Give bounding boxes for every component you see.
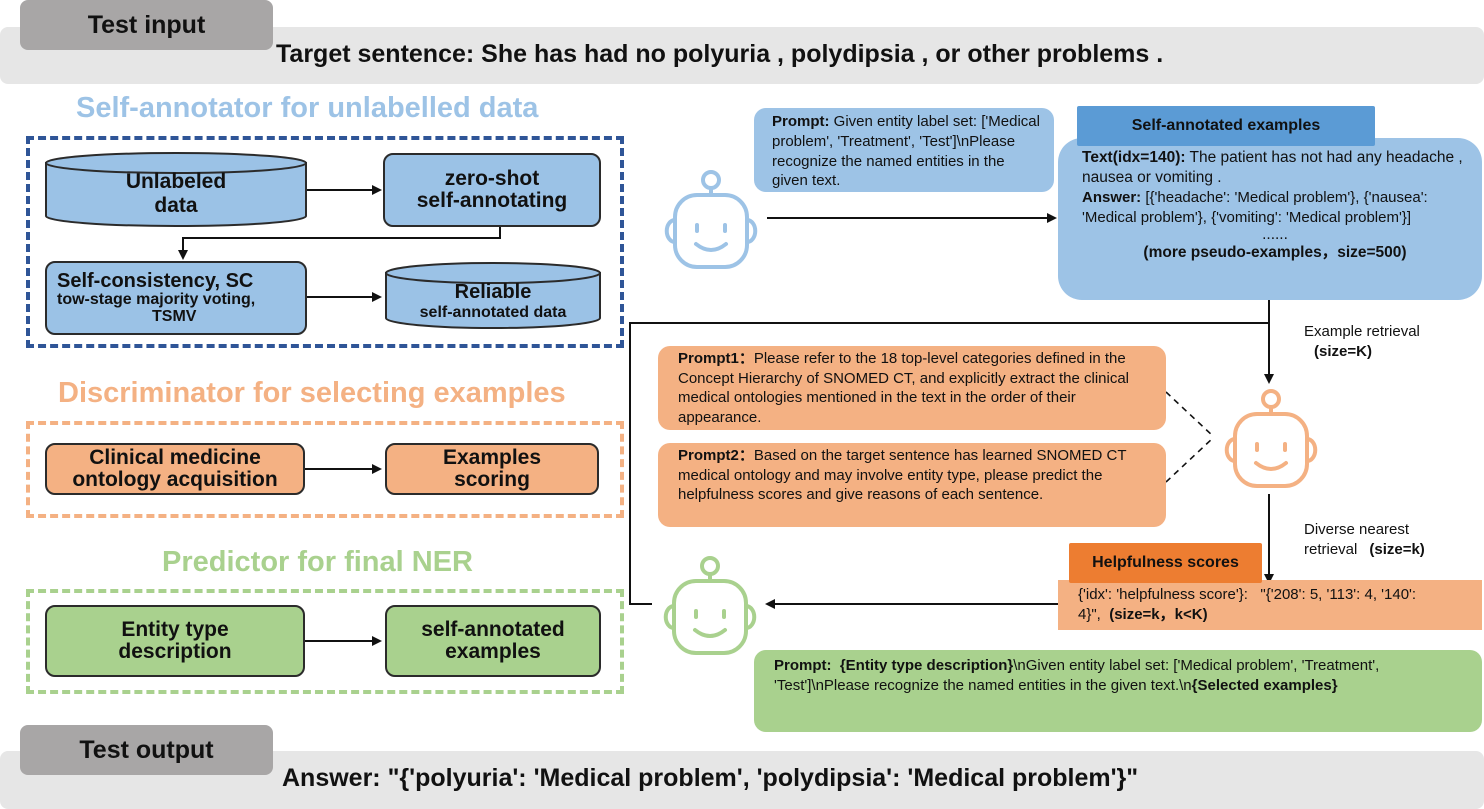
diverse-retrieval-line2: retrieval (size=k) xyxy=(1304,540,1425,560)
reliable-line2: self-annotated data xyxy=(419,304,567,321)
ontology-acquisition-node: Clinical medicine ontology acquisition xyxy=(45,443,305,495)
sc-line1: Self-consistency, SC xyxy=(57,269,254,292)
entity-type-line2: description xyxy=(118,640,232,663)
self-consistency-node: Self-consistency, SC tow-stage majority … xyxy=(45,261,307,335)
line-input-loop xyxy=(629,322,1269,605)
diverse-retrieval-line1: Diverse nearest xyxy=(1304,521,1410,538)
scoring-line2: scoring xyxy=(454,468,530,491)
prompt-final-text-c: {Selected examples} xyxy=(1191,677,1338,695)
ontology-line2: ontology acquisition xyxy=(72,468,278,491)
prompt1-label: Prompt1： xyxy=(678,350,754,367)
example-answer-label: Answer: xyxy=(1082,189,1142,207)
prompt2-text: Based on the target sentence has learned… xyxy=(678,447,1127,503)
example-text-label: Text(idx=140): xyxy=(1082,149,1186,166)
prompt-top-label: Prompt: xyxy=(772,113,830,130)
example-more: (more pseudo-examples，size=500) xyxy=(1143,243,1407,261)
prompt1-panel: Prompt1：Please refer to the 18 top-level… xyxy=(658,346,1166,430)
robot-icon-blue xyxy=(664,170,758,269)
helpfulness-panel: {'idx': 'helpfulness score'}: "{'208': 5… xyxy=(1058,580,1482,630)
zero-shot-line2: self-annotating xyxy=(416,189,568,212)
predictor-title: Predictor for final NER xyxy=(162,546,473,578)
example-retrieval-line1: Example retrieval xyxy=(1304,323,1420,340)
entity-type-description-node: Entity type description xyxy=(45,605,305,677)
prompt-top-text: Given entity label set: ['Medical proble… xyxy=(772,113,1040,190)
target-sentence: Target sentence: She has had no polyuria… xyxy=(276,40,1164,68)
zero-shot-line1: zero-shot xyxy=(444,166,540,190)
prompt1-text: Please refer to the 18 top-level categor… xyxy=(678,350,1129,426)
prompt-final-panel: Prompt: {Entity type description}\nGiven… xyxy=(754,650,1482,732)
dash-prompt1-robot2 xyxy=(1165,391,1215,438)
discriminator-title: Discriminator for selecting examples xyxy=(58,377,566,409)
prompt-final-text-b: \nGiven entity label set: ['Medical prob… xyxy=(774,657,1380,695)
sc-line3: TSMV xyxy=(152,307,197,325)
prompt2-panel: Prompt2：Based on the target sentence has… xyxy=(658,443,1166,527)
entity-type-line1: Entity type xyxy=(121,617,229,641)
prompt-top-panel: Prompt: Given entity label set: ['Medica… xyxy=(754,108,1054,192)
helpfulness-tag: Helpfulness scores xyxy=(1069,543,1262,583)
diverse-retrieval-note: Diverse nearest retrieval (size=k) xyxy=(1304,520,1425,559)
robot-icon-green xyxy=(663,556,757,655)
example-ellipsis: ...... xyxy=(1262,226,1288,244)
test-output-answer: Answer: "{'polyuria': 'Medical problem',… xyxy=(282,764,1139,792)
example-text-line: Text(idx=140): The patient has not had a… xyxy=(1082,148,1468,188)
helpfulness-size: (size=k，k<K) xyxy=(1109,605,1208,623)
prompt2-label: Prompt2： xyxy=(678,447,754,464)
sa-examples-line1: self-annotated xyxy=(421,617,565,641)
self-annotated-examples-panel: Text(idx=140): The patient has not had a… xyxy=(1058,138,1482,300)
arrow-zeroshot-to-sc xyxy=(178,227,501,260)
database-icon-unlabeled xyxy=(45,152,307,227)
diverse-retrieval-line2b: (size=k) xyxy=(1369,540,1425,558)
example-retrieval-line2: (size=K) xyxy=(1314,342,1372,360)
database-icon-reliable xyxy=(385,262,601,329)
helpfulness-text1: {'idx': 'helpfulness score'}: xyxy=(1078,586,1248,603)
sc-line2: tow-stage majority voting, xyxy=(57,290,256,308)
ontology-line1: Clinical medicine xyxy=(89,445,261,469)
reliable-data-text: Reliable self-annotated data xyxy=(386,281,600,322)
discriminator-frame xyxy=(26,421,624,518)
robot-icon-orange xyxy=(1224,389,1318,488)
predictor-frame xyxy=(26,589,624,694)
unlabeled-line2: data xyxy=(154,194,198,218)
example-text-value: The patient has not had any headache , n… xyxy=(1082,149,1463,187)
example-answer-line: Answer: [{'headache': 'Medical problem'}… xyxy=(1082,188,1468,227)
example-retrieval-note: Example retrieval (size=K) xyxy=(1304,322,1420,361)
prompt-final-text-a: {Entity type description} xyxy=(839,657,1014,674)
self-annotated-examples-node: self-annotated examples xyxy=(385,605,601,677)
sa-examples-line2: examples xyxy=(445,640,541,663)
examples-scoring-node: Examples scoring xyxy=(385,443,599,495)
reliable-line1: Reliable xyxy=(454,281,532,303)
scoring-line1: Examples xyxy=(442,445,542,469)
unlabeled-data-text: Unlabeled data xyxy=(46,170,306,218)
example-answer-value: [{'headache': 'Medical problem'}, {'naus… xyxy=(1082,189,1428,226)
test-output-label: Test output xyxy=(20,725,273,775)
diverse-retrieval-line2a: retrieval xyxy=(1304,540,1358,558)
self-annotated-examples-tag: Self-annotated examples xyxy=(1077,106,1375,146)
unlabeled-line1: Unlabeled xyxy=(125,170,227,193)
test-input-label: Test input xyxy=(20,0,273,50)
prompt-final-label: Prompt: xyxy=(774,657,832,674)
dash-prompt2-robot2 xyxy=(1165,436,1215,483)
zero-shot-node: zero-shot self-annotating xyxy=(383,153,601,227)
self-annotator-title: Self-annotator for unlabelled data xyxy=(76,92,539,124)
self-annotator-frame xyxy=(26,136,624,348)
helpfulness-text2: "{'208': 5, '113': 4, '140': 4}", xyxy=(1078,586,1417,623)
